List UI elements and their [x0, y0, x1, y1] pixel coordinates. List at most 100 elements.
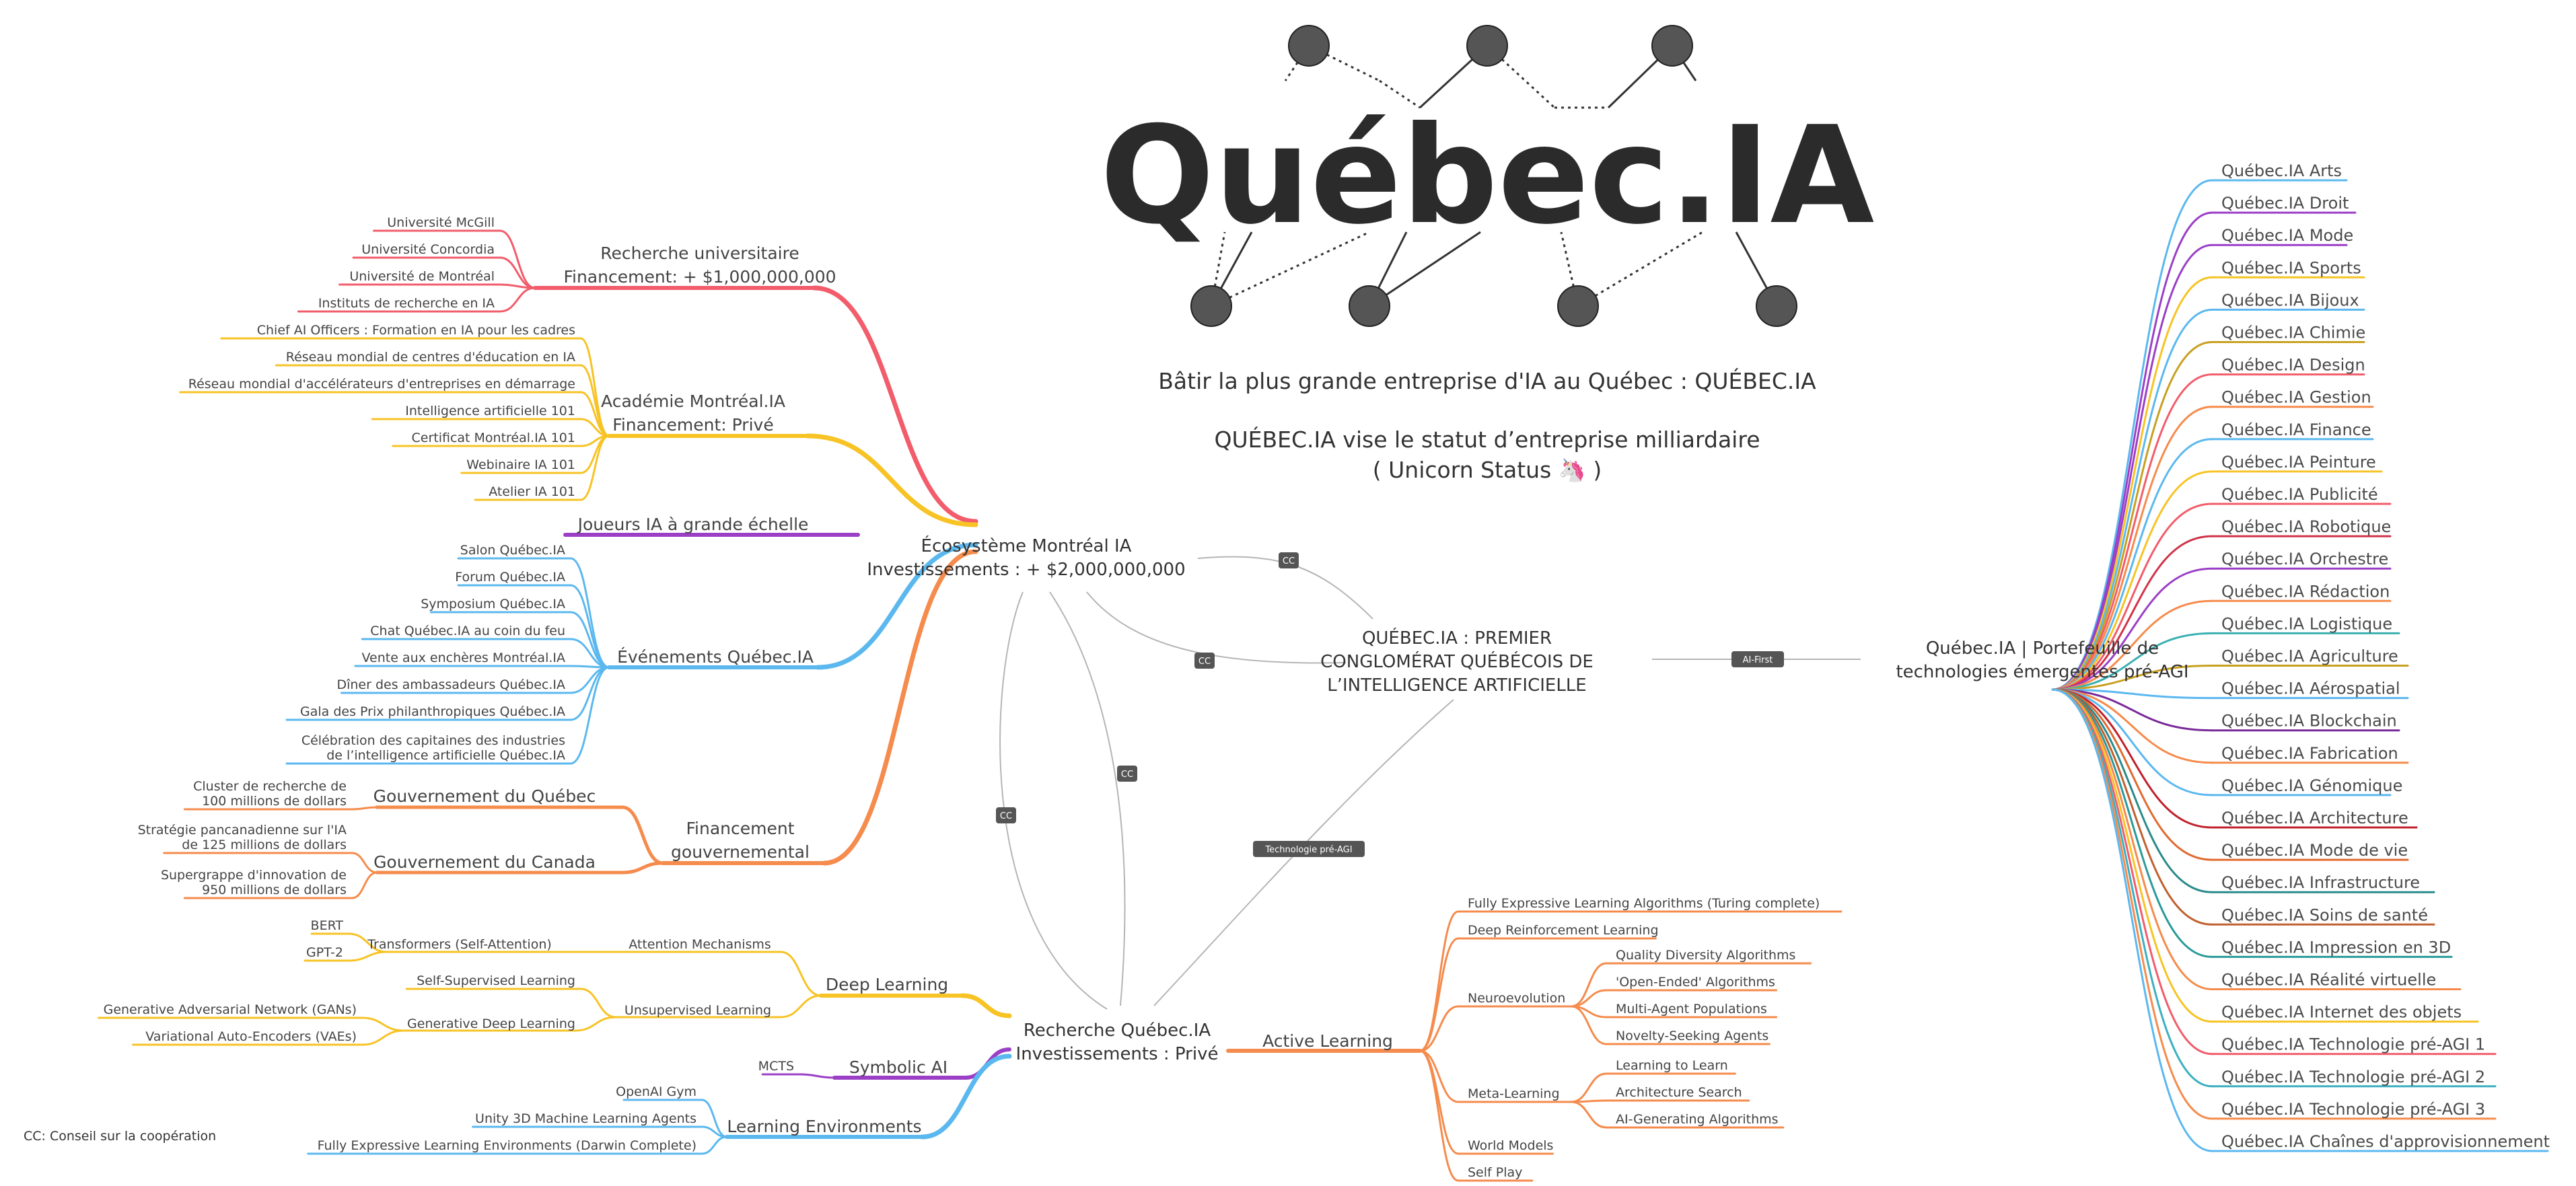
joueurs-ia-title: Joueurs IA à grande échelle — [577, 515, 809, 534]
branch-line — [1570, 1101, 1608, 1129]
branch-line — [812, 285, 978, 524]
node-quebec-ia-logistique: Québec.IA Logistique — [2221, 614, 2392, 633]
node-self-play: Self Play — [1468, 1165, 1522, 1180]
conglomerate-line1: QUÉBEC.IA : PREMIER — [1362, 627, 1552, 648]
branch-line — [2051, 308, 2213, 691]
sphere-nodes — [1190, 25, 1797, 327]
node-reseau-mondial-de-centres-d-education-en-ia: Réseau mondial de centres d'éducation en… — [286, 350, 575, 365]
branch-line — [2051, 688, 2213, 764]
node-quebec-ia-peinture: Québec.IA Peinture — [2221, 453, 2376, 472]
node-gpt-2: GPT-2 — [306, 945, 343, 960]
branch-line — [620, 861, 665, 875]
node-symposium-quebec-ia: Symposium Québec.IA — [421, 597, 565, 611]
node-world-models: World Models — [1468, 1138, 1553, 1153]
node-generative-adversarial-network-gans: Generative Adversarial Network (GANs) — [104, 1002, 357, 1017]
branch-line — [347, 951, 388, 962]
branch-line — [2051, 688, 2213, 893]
branch-line — [960, 993, 1012, 1018]
branch-line — [2051, 599, 2213, 691]
goal-line-1: QUÉBEC.IA vise le statut d’entreprise mi… — [1215, 426, 1760, 453]
branch-line — [2051, 535, 2213, 691]
conglomerate-line3: L’INTELLIGENCE ARTIFICIELLE — [1327, 675, 1586, 696]
node-quebec-ia-arts: Québec.IA Arts — [2221, 161, 2342, 180]
gouvernement-canada: Gouvernement du Canada — [373, 852, 596, 872]
research-investment: Investissements : Privé — [1016, 1044, 1219, 1064]
portfolio-line2: technologies émergentes pré-AGI — [1896, 662, 2188, 682]
branch-line — [2051, 665, 2213, 691]
branch-line — [2051, 688, 2213, 796]
branches — [98, 179, 2549, 1182]
node-fully-expressive-learning-environments-darwin-co: Fully Expressive Learning Environments (… — [318, 1138, 696, 1153]
branch-line — [1570, 1005, 1608, 1045]
evenements-title: Événements Québec.IA — [617, 647, 814, 667]
node-mcts: MCTS — [758, 1059, 794, 1074]
node-de-125-millions-de-dollars: de 125 millions de dollars — [182, 838, 347, 852]
branch-line — [798, 1073, 836, 1079]
academie-title: Académie Montréal.IA — [601, 392, 785, 411]
branch-line — [1419, 1049, 1460, 1155]
branch-line — [579, 988, 617, 1018]
branch-line — [2051, 373, 2213, 691]
branch-line — [2051, 406, 2213, 691]
node-self-supervised-learning: Self-Supervised Learning — [417, 973, 575, 988]
logo-wordmark: Québec.IA — [1100, 98, 1875, 254]
branch-line — [1419, 1049, 1460, 1182]
badge-cc-mid-bg — [1194, 653, 1215, 669]
branch-line — [361, 1029, 405, 1046]
branch-line — [2051, 688, 2213, 732]
branch-line — [579, 435, 610, 501]
node-quebec-ia-blockchain: Québec.IA Blockchain — [2221, 712, 2397, 731]
learning-environments-title: Learning Environments — [727, 1117, 921, 1136]
branch-line — [2051, 341, 2213, 691]
branch-line — [2051, 688, 2213, 1120]
ecosystem-title: Écosystème Montréal IA — [921, 535, 1132, 556]
gouvernement-quebec: Gouvernement du Québec — [373, 786, 596, 806]
node-gala-des-prix-philanthropiques-quebec-ia: Gala des Prix philanthropiques Québec.IA — [300, 704, 565, 719]
branch-line — [2051, 211, 2213, 691]
node-chief-ai-officers-formation-en-ia-pour-les-cadre: Chief AI Officers : Formation en IA pour… — [257, 323, 575, 338]
branch-line — [2051, 632, 2213, 691]
node-quebec-ia-chaines-d-approvisionnement: Québec.IA Chaînes d'approvisionnement — [2221, 1132, 2550, 1151]
legend-note: CC: Conseil sur la coopération — [24, 1129, 216, 1144]
branch-line — [2051, 688, 2213, 829]
node-quebec-ia-technologie-pre-agi-3: Québec.IA Technologie pré-AGI 3 — [2221, 1100, 2485, 1119]
branch-line — [805, 433, 978, 527]
node-instituts-de-recherche-en-ia: Instituts de recherche en IA — [318, 296, 495, 311]
branch-line — [2051, 503, 2213, 691]
node-deep-reinforcement-learning: Deep Reinforcement Learning — [1468, 923, 1659, 938]
symbolic-ai-title: Symbolic AI — [849, 1058, 947, 1077]
branch-line — [569, 557, 610, 669]
transformers: Transformers (Self-Attention) — [367, 937, 552, 952]
node-architecture-search: Architecture Search — [1616, 1085, 1742, 1100]
node-unity-3d-machine-learning-agents: Unity 3D Machine Learning Agents — [475, 1111, 696, 1126]
branch-line — [2051, 244, 2213, 691]
node-quebec-ia-fabrication: Québec.IA Fabrication — [2221, 744, 2398, 763]
badge-technologie-pre-agi[interactable]: Technologie pré-AGI — [1264, 845, 1352, 855]
node-open-ended-algorithms: 'Open-Ended' Algorithms — [1616, 975, 1775, 990]
node-quebec-ia-finance: Québec.IA Finance — [2221, 420, 2371, 439]
badge-cc-mid[interactable]: CC — [1198, 657, 1211, 667]
branch-line — [779, 994, 822, 1018]
node-quebec-ia-sports: Québec.IA Sports — [2221, 258, 2361, 277]
badge-cc-down-bg — [1117, 766, 1137, 782]
branch-line — [351, 852, 378, 874]
link-ecosystem-research — [1049, 591, 1126, 1006]
badge-cc-top[interactable]: CC — [1283, 556, 1295, 566]
node-quebec-ia-design: Québec.IA Design — [2221, 356, 2365, 375]
deep-learning-title: Deep Learning — [826, 975, 948, 994]
node-ai-generating-algorithms: AI-Generating Algorithms — [1616, 1112, 1779, 1127]
badge-ai-first-bg — [1731, 651, 1784, 667]
badge-cc-down[interactable]: CC — [1121, 770, 1133, 780]
attention-mechanisms: Attention Mechanisms — [629, 937, 771, 952]
branch-line — [815, 542, 978, 670]
badge-cc-left[interactable]: CC — [1000, 811, 1012, 821]
node-learning-to-learn: Learning to Learn — [1616, 1058, 1728, 1073]
node-forum-quebec-ia: Forum Québec.IA — [455, 570, 565, 585]
branch-line — [569, 666, 610, 765]
branch-line — [919, 1053, 1012, 1140]
node-reseau-mondial-d-accelerateurs-d-entreprises-en-: Réseau mondial d'accélérateurs d'entrepr… — [188, 377, 575, 392]
badge-ai-first[interactable]: AI-First — [1743, 655, 1773, 665]
node-bert: BERT — [311, 918, 344, 933]
node-labels: Écosystème Montréal IA Investissements : … — [104, 161, 2550, 1180]
